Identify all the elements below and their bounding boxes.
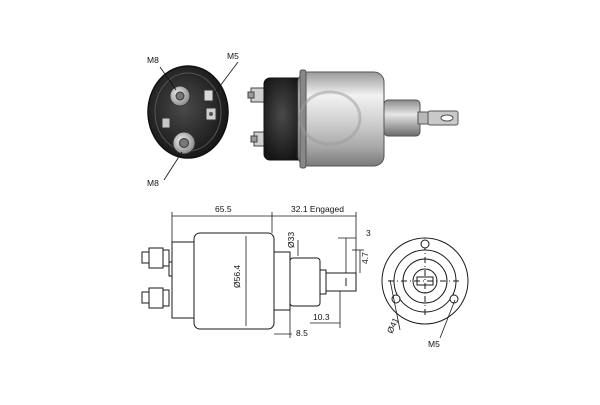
- dim-bolt-circle: Ø41: [385, 316, 401, 335]
- dim-tab-width: 3: [366, 228, 371, 238]
- dimension-lines: [171, 212, 364, 338]
- end-cap-photo: [147, 65, 229, 159]
- side-technical-drawing: [141, 232, 357, 330]
- dim-tab-offset: 4.7: [360, 252, 370, 264]
- front-technical-drawing: [381, 237, 469, 325]
- label-drawing-m5: M5: [428, 339, 440, 349]
- m5-terminal: [203, 89, 217, 121]
- dim-body-diameter: Ø56.4: [232, 265, 242, 288]
- mounting-hole-top: [420, 239, 430, 249]
- dim-plunger-diameter: Ø33: [286, 232, 296, 248]
- label-top-m5: M5: [227, 51, 239, 61]
- dim-shoulder: 8.5: [296, 328, 308, 338]
- dim-engaged-stroke: 32.1 Engaged: [291, 204, 344, 214]
- label-bottom-m8: M8: [147, 178, 159, 188]
- upper-m8-terminal-nut: [169, 85, 191, 107]
- dim-overall-length: 65.5: [215, 204, 232, 214]
- dim-plunger-extension: 10.3: [313, 312, 330, 322]
- lower-m8-terminal-nut: [172, 131, 196, 155]
- solenoid-side-photo: [247, 69, 459, 169]
- label-top-m8: M8: [147, 55, 159, 65]
